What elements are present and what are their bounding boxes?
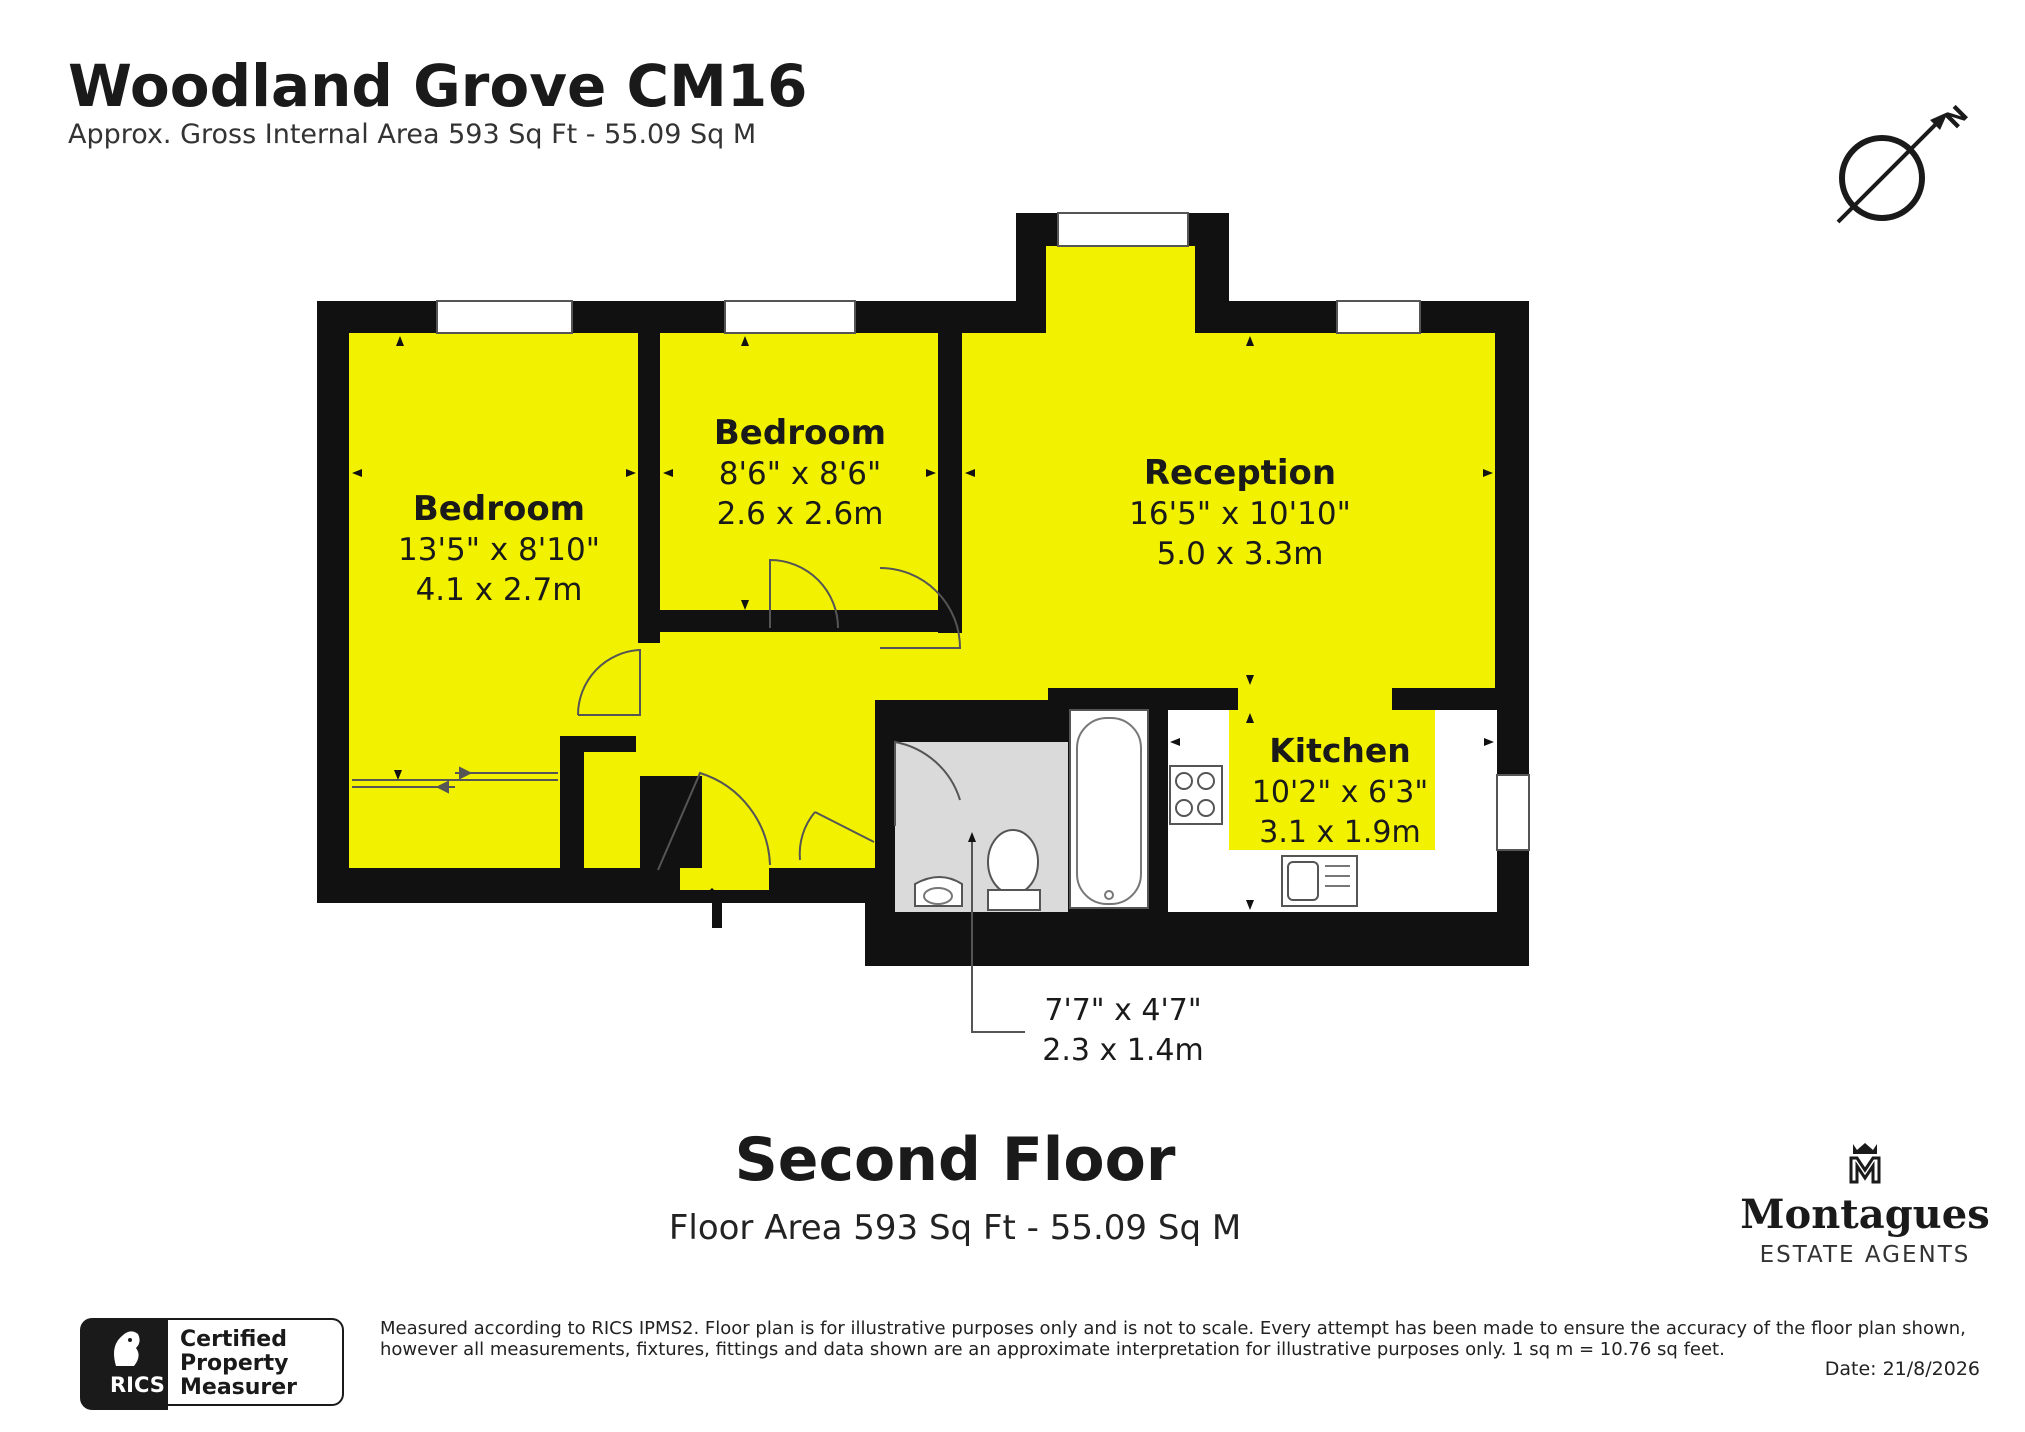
- doors: [576, 558, 962, 871]
- reception-imperial: 16'5" x 10'10": [1129, 496, 1351, 532]
- bathroom-leader-line: [971, 842, 1025, 1033]
- reception-label: Reception 16'5" x 10'10" 5.0 x 3.3m: [1129, 453, 1351, 572]
- entrance-arrow-icon: [697, 888, 727, 928]
- rics-certified-text: Certified Property Measurer: [168, 1318, 344, 1406]
- bedroom-2-floor: [660, 333, 938, 610]
- reception-floor: [875, 246, 1495, 718]
- compass-north-icon: N: [1836, 100, 1970, 224]
- hob: [1169, 765, 1223, 825]
- reception-metric: 5.0 x 3.3m: [1157, 536, 1324, 572]
- bathroom-label: 7'7" x 4'7" 2.3 x 1.4m: [1042, 993, 1203, 1068]
- toilet: [987, 829, 1041, 911]
- windows: [436, 212, 1530, 851]
- rics-logo-text: RICS: [110, 1373, 165, 1397]
- rics-logo: RICS: [80, 1318, 168, 1410]
- crown-monogram-icon: [1849, 1143, 1881, 1184]
- kitchen-label: Kitchen 10'2" x 6'3" 3.1 x 1.9m: [1252, 731, 1428, 850]
- kitchen-metric: 3.1 x 1.9m: [1259, 815, 1420, 850]
- brand-logo: Montagues ESTATE AGENTS: [1740, 1140, 1990, 1268]
- kitchen-sink: [1281, 855, 1358, 907]
- basin: [914, 876, 963, 907]
- disclaimer: Measured according to RICS IPMS2. Floor …: [380, 1318, 1966, 1360]
- bathroom-metric: 2.3 x 1.4m: [1042, 1033, 1203, 1068]
- bedroom-1-metric: 4.1 x 2.7m: [416, 572, 583, 608]
- lion-icon: [114, 1331, 140, 1366]
- bedroom-2-label: Bedroom 8'6" x 8'6" 2.6 x 2.6m: [714, 413, 886, 532]
- cert-line: Certified: [180, 1327, 287, 1352]
- hall-floor: [349, 632, 877, 890]
- brand-tagline: ESTATE AGENTS: [1759, 1242, 1971, 1268]
- wardrobe-doors: [352, 766, 558, 794]
- reception-name: Reception: [1144, 453, 1336, 493]
- rics-badge: RICS Certified Property Measurer: [80, 1318, 350, 1410]
- kitchen-name: Kitchen: [1269, 731, 1411, 770]
- bedroom-1-imperial: 13'5" x 8'10": [398, 532, 600, 568]
- bedroom-2-name: Bedroom: [714, 413, 886, 453]
- gross-area-subtitle: Approx. Gross Internal Area 593 Sq Ft - …: [68, 119, 757, 150]
- dimension-markers: [352, 336, 1494, 910]
- room-fills: [349, 246, 1497, 912]
- cert-line: Property: [180, 1351, 289, 1376]
- page-title: Woodland Grove CM16: [68, 52, 808, 120]
- bedroom-1-name: Bedroom: [413, 489, 585, 529]
- brand-name: Montagues: [1740, 1191, 1990, 1238]
- plan-date: Date: 21/8/2026: [1824, 1358, 1980, 1380]
- kitchen-imperial: 10'2" x 6'3": [1252, 775, 1428, 810]
- bedroom-2-metric: 2.6 x 2.6m: [717, 496, 884, 532]
- bedroom-1-label: Bedroom 13'5" x 8'10" 4.1 x 2.7m: [398, 489, 600, 608]
- floor-area-text: Floor Area 593 Sq Ft - 55.09 Sq M: [668, 1208, 1242, 1248]
- cert-line: Measurer: [180, 1375, 298, 1400]
- bedroom-2-imperial: 8'6" x 8'6": [719, 456, 882, 492]
- bathroom-imperial: 7'7" x 4'7": [1044, 993, 1201, 1028]
- floor-title-text: Second Floor: [734, 1125, 1176, 1195]
